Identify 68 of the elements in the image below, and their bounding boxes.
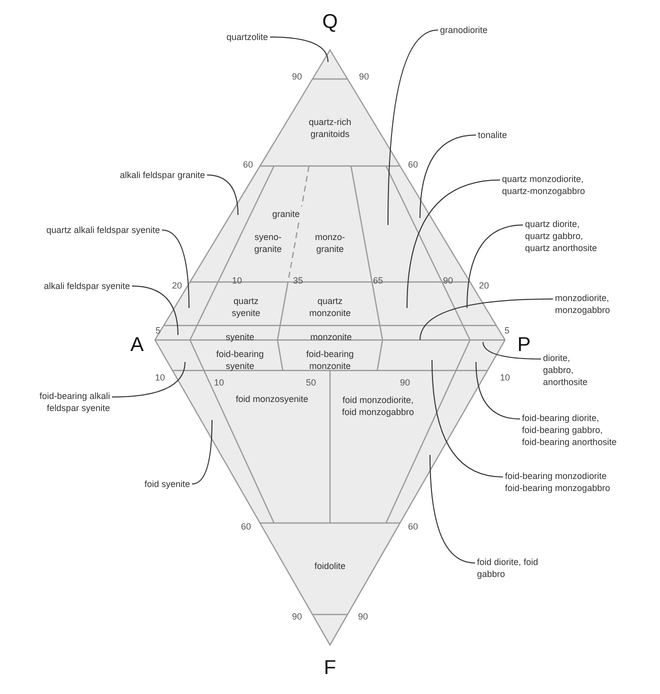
scale-value: 20 — [479, 279, 489, 292]
rock-name-label: foid-bearing alkali feldspar syenite — [36, 390, 110, 414]
leader-line — [420, 298, 554, 340]
rock-name-label: alkali feldspar syenite — [44, 280, 130, 292]
leader-line — [476, 362, 520, 420]
scale-value: 5 — [156, 324, 160, 338]
rock-name-label: monzodiorite, monzogabbro — [555, 292, 625, 316]
field-name: foid-bearing syenite — [215, 348, 265, 372]
scale-value: 60 — [243, 158, 253, 172]
leader-line — [420, 134, 476, 218]
rock-name-label: foid-bearing diorite, foid-bearing gabbro, foid-bearing anorthosite — [522, 412, 624, 448]
rock-name-label: alkali feldspar granite — [120, 169, 205, 181]
scale-value: 90 — [358, 610, 368, 624]
rock-name-label: diorite, gabbro, anorthosite — [543, 352, 603, 388]
leader-line — [482, 342, 542, 360]
leader-line — [406, 180, 500, 308]
field-name: quartz-rich granitoids — [308, 116, 352, 140]
rock-name-label: granodiorite — [440, 24, 488, 36]
field-name: quartz monzonite — [308, 295, 352, 319]
field-name: monzo-granite — [314, 231, 346, 255]
scale-value: 20 — [172, 279, 182, 292]
scale-value: 5 — [504, 324, 510, 338]
scale-value: 10 — [214, 376, 224, 390]
leader-line — [388, 30, 438, 226]
scale-value: 10 — [232, 274, 242, 288]
leader-line — [192, 420, 212, 484]
corner-label: A — [130, 333, 144, 358]
rock-name-label: quartz diorite, quartz gabbro, quartz anorthosite — [525, 218, 605, 254]
leader-line — [206, 174, 238, 216]
scale-value: 90 — [443, 274, 453, 288]
scale-value: 90 — [400, 376, 410, 390]
scale-value: 90 — [359, 70, 369, 84]
scale-value: 10 — [155, 371, 165, 384]
rock-name-label: quartzolite — [226, 31, 268, 43]
scale-value: 65 — [373, 274, 383, 288]
rock-name-label: foid diorite, foid gabbro — [477, 556, 539, 580]
field-name: quartz syenite — [230, 295, 262, 319]
field-name: foid monzodiorite, foid monzogabbro — [340, 394, 416, 418]
field-name: foid-bearing monzonite — [305, 348, 355, 372]
scale-value: 60 — [241, 520, 251, 534]
corner-label: P — [517, 333, 531, 358]
rock-name-label: foid-bearing monzodiorite foid-bearing monzogabbro — [505, 470, 635, 494]
scale-value: 35 — [293, 274, 303, 288]
rock-name-label: quartz alkali feldspar syenite — [46, 224, 160, 236]
field-name: foid monzosyenite — [234, 393, 310, 405]
rock-name-label: quartz monzodiorite, quartz-monzogabbro — [502, 173, 602, 197]
scale-value: 50 — [306, 376, 316, 390]
scale-value: 90 — [292, 610, 302, 624]
leader-line — [112, 362, 186, 398]
scale-value: 60 — [408, 158, 418, 172]
scale-value: 90 — [292, 70, 302, 84]
rock-name-label: foid syenite — [144, 478, 190, 490]
field-name: syenite — [224, 331, 256, 343]
leader-line — [466, 224, 524, 308]
leader-line — [162, 230, 190, 308]
field-name: foidolite — [313, 560, 347, 572]
leader-line — [432, 360, 504, 478]
leader-line — [132, 286, 178, 336]
field-name: syeno-granite — [253, 231, 283, 255]
leader-line — [430, 454, 476, 564]
scale-value: 60 — [408, 520, 418, 534]
field-name: monzonite — [309, 331, 353, 343]
corner-label: Q — [322, 10, 338, 35]
scale-value: 10 — [500, 371, 510, 384]
leader-line — [270, 36, 328, 62]
field-name: granite — [271, 208, 301, 220]
rock-name-label: tonalite — [478, 129, 508, 141]
corner-label: F — [324, 656, 336, 681]
